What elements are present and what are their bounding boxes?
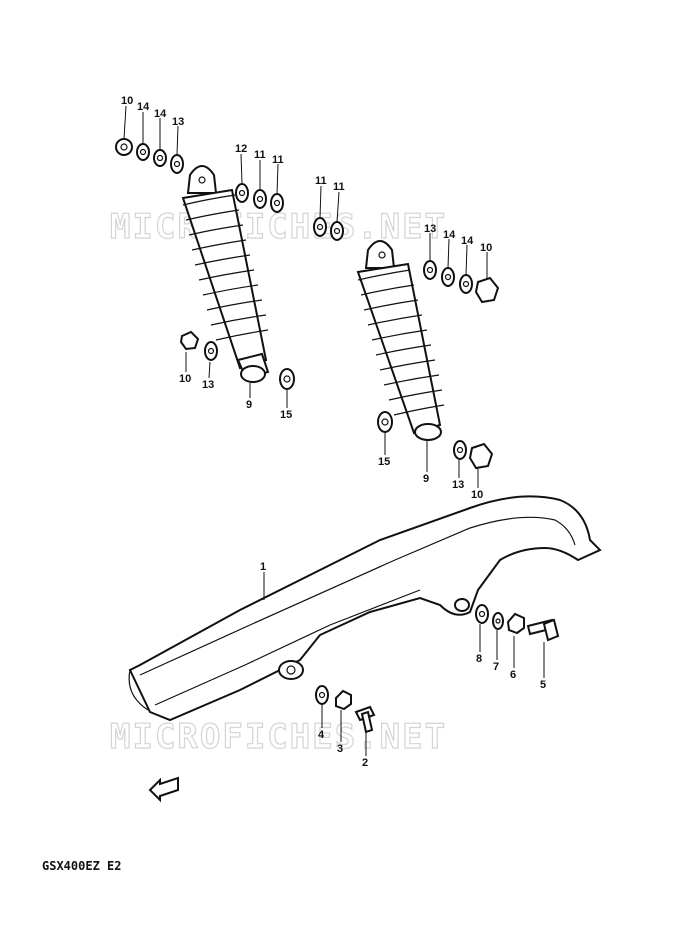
callout-10: 10 — [121, 95, 133, 107]
callout-13: 13 — [452, 479, 464, 491]
fasteners-right — [475, 604, 560, 642]
callout-7: 7 — [493, 661, 499, 673]
callout-13: 13 — [202, 379, 214, 391]
chain-case — [128, 495, 602, 722]
callout-4: 4 — [318, 729, 325, 741]
shock-absorber-left — [181, 165, 270, 383]
callout-13: 13 — [424, 223, 436, 235]
model-code: GSX400EZ E2 — [42, 859, 121, 873]
washer-cluster-top-left — [115, 138, 344, 241]
callout-8: 8 — [476, 653, 482, 665]
washer-cluster-top-right — [423, 260, 500, 304]
callout-15: 15 — [378, 456, 390, 468]
callout-labels: 10 14 14 13 12 11 11 11 11 13 14 14 10 1… — [121, 95, 546, 769]
callout-14: 14 — [154, 108, 167, 120]
watermark-top: MICROFICHES.NET — [110, 207, 447, 247]
callout-11: 11 — [315, 175, 327, 187]
callout-12: 12 — [235, 143, 247, 155]
callout-10: 10 — [179, 373, 191, 385]
callout-11: 11 — [333, 181, 345, 193]
watermark-bottom: MICROFICHES.NET — [110, 717, 447, 757]
callout-10: 10 — [480, 242, 492, 254]
callout-15: 15 — [280, 409, 292, 421]
leader-lines — [123, 105, 545, 756]
callout-9: 9 — [246, 399, 252, 411]
lower-fasteners-left-shock — [179, 330, 295, 390]
direction-arrow-icon — [148, 776, 179, 803]
lower-fasteners-right-shock — [377, 411, 494, 470]
fasteners-bottom — [315, 685, 376, 734]
callout-5: 5 — [540, 679, 546, 691]
callout-6: 6 — [510, 669, 516, 681]
callout-2: 2 — [362, 757, 368, 769]
callout-13: 13 — [172, 116, 184, 128]
callout-9: 9 — [423, 473, 429, 485]
callout-11: 11 — [272, 154, 284, 166]
shock-absorber-right — [356, 240, 445, 441]
callout-3: 3 — [337, 743, 343, 755]
callout-14: 14 — [137, 101, 150, 113]
callout-14: 14 — [443, 229, 456, 241]
callout-11: 11 — [254, 149, 266, 161]
callout-10: 10 — [471, 489, 483, 501]
callout-14: 14 — [461, 235, 474, 247]
callout-1: 1 — [260, 561, 266, 573]
